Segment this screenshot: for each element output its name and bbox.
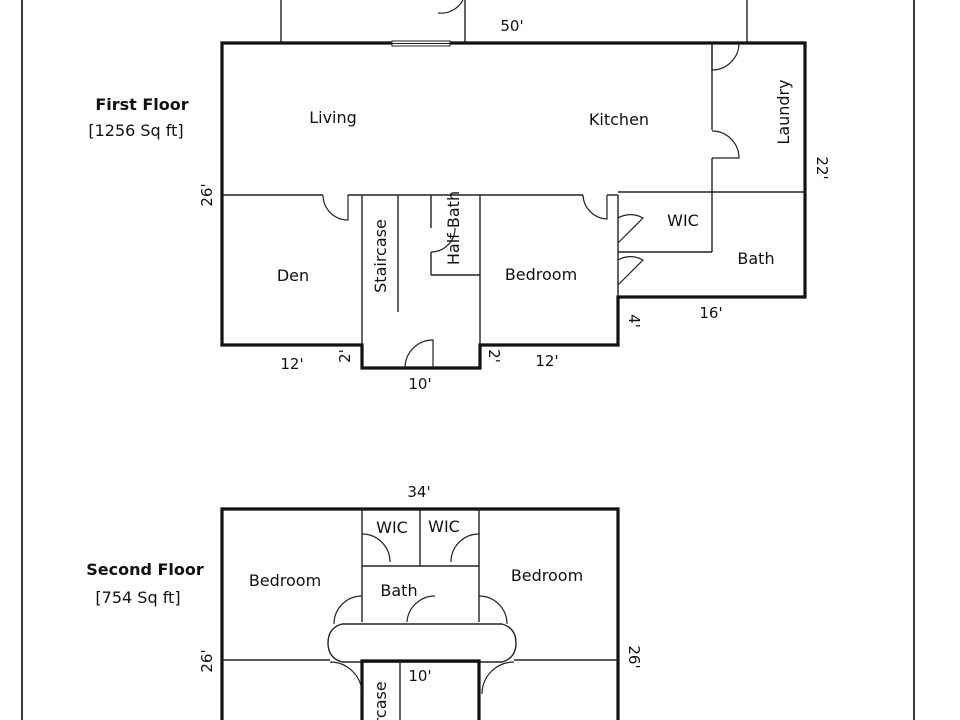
room-label-living: Living <box>309 108 357 127</box>
second-floor-title: Second Floor <box>86 560 204 579</box>
stair-door-right <box>481 661 515 695</box>
porch-door-arc <box>437 0 464 14</box>
half-bath-door <box>430 227 456 253</box>
room-label-laundry: Laundry <box>774 79 793 144</box>
room-label-wic-right: WIC <box>428 517 460 536</box>
dim-step: 4' <box>625 314 643 328</box>
room-label-staircase-2: Staircase <box>371 681 390 720</box>
dim-left-2: 26' <box>198 649 216 672</box>
dim-stair-width: 10' <box>408 667 431 685</box>
second-floor-plan: Bedroom Bedroom WIC WIC Bath Staircase 3… <box>86 483 643 720</box>
dim-entry-right: 2' <box>485 349 503 363</box>
dim-den-width: 12' <box>280 355 303 373</box>
dim-right: 22' <box>813 156 831 179</box>
bedroom-right-door <box>478 595 508 625</box>
front-door <box>404 339 434 369</box>
wic-left-door <box>361 533 391 563</box>
room-label-bedroom-right: Bedroom <box>511 566 583 585</box>
stair-door-left <box>329 661 363 695</box>
laundry-door-top <box>711 42 740 71</box>
second-floor-area: [754 Sq ft] <box>95 588 180 607</box>
bath-door-2 <box>406 595 436 623</box>
bedroom-door <box>582 194 608 220</box>
room-label-wic-left: WIC <box>376 518 408 537</box>
dim-bedroom-width: 12' <box>535 352 558 370</box>
bath-door <box>617 256 644 286</box>
first-floor-plan: Living Kitchen Laundry WIC Bath Den Stai… <box>88 0 831 393</box>
dim-right-2: 26' <box>625 645 643 668</box>
hallway <box>327 623 517 663</box>
room-label-bedroom-left: Bedroom <box>249 571 321 590</box>
den-door <box>322 194 349 221</box>
room-label-half-bath: Half Bath <box>444 191 463 265</box>
first-floor-area: [1256 Sq ft] <box>88 121 183 140</box>
room-label-bath-2: Bath <box>380 581 417 600</box>
dim-entry-width: 10' <box>408 375 431 393</box>
dim-left: 26' <box>198 183 216 206</box>
room-label-bedroom: Bedroom <box>505 265 577 284</box>
bedroom-left-door <box>333 595 363 625</box>
laundry-door-bottom <box>711 130 740 159</box>
wic-right-door <box>450 533 480 563</box>
room-label-den: Den <box>277 266 309 285</box>
room-label-bath: Bath <box>737 249 774 268</box>
first-floor-title: First Floor <box>95 95 188 114</box>
dim-entry-left: 2' <box>336 349 354 363</box>
room-label-staircase: Staircase <box>371 219 390 293</box>
room-label-kitchen: Kitchen <box>589 110 649 129</box>
wic-door <box>617 214 644 244</box>
room-label-wic: WIC <box>667 211 699 230</box>
dim-top: 50' <box>500 17 523 35</box>
dim-bath-width: 16' <box>699 304 722 322</box>
dim-top-2: 34' <box>407 483 430 501</box>
